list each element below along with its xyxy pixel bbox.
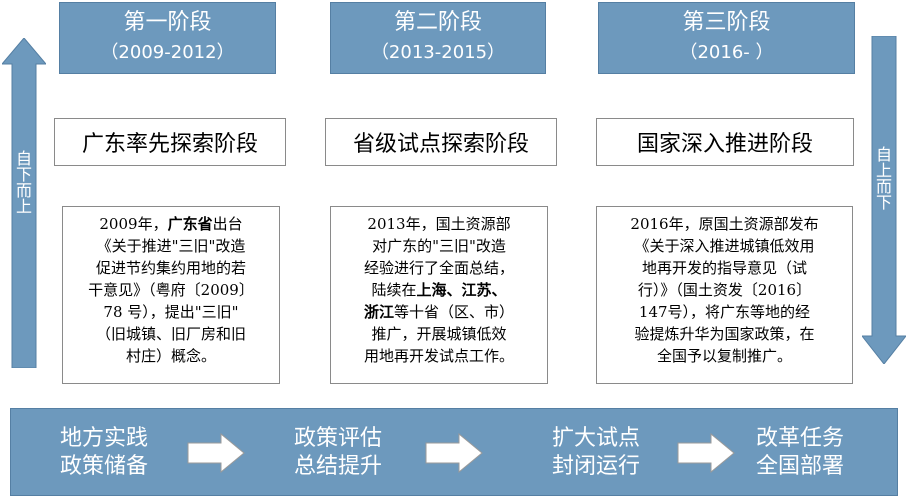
right-arrow-icon bbox=[677, 433, 735, 473]
desc-line: 《关于深入推进城镇低效用 bbox=[605, 235, 844, 257]
flow-step-line1: 地方实践 bbox=[59, 426, 148, 451]
desc-text: 经验进行了全面总结， bbox=[363, 259, 514, 277]
flow-step-1: 地方实践 政策储备 bbox=[39, 425, 169, 481]
desc-line: 全国予以复制推广。 bbox=[605, 345, 844, 367]
desc-text: 陆续在 bbox=[371, 281, 417, 299]
flow-step-line1: 政策评估 bbox=[293, 426, 382, 451]
flow-step-4: 改革任务 全国部署 bbox=[735, 425, 865, 481]
desc-line: 2013年，国土资源部 bbox=[339, 213, 539, 235]
desc-line: 用地再开发试点工作。 bbox=[339, 345, 539, 367]
desc-line: 对广东的"三旧"改造 bbox=[339, 235, 539, 257]
desc-line: 推广，开展城镇低效 bbox=[339, 323, 539, 345]
desc-line: 地再开发的指导意见（试 bbox=[605, 257, 844, 279]
desc-text: 对广东的"三旧"改造 bbox=[372, 237, 506, 255]
flow-step-line2: 总结提升 bbox=[293, 454, 382, 479]
desc-text-bold: 广东省 bbox=[167, 215, 213, 233]
desc-text: 推广，开展城镇低效 bbox=[371, 325, 507, 343]
desc-line: 2016年，原国土资源部发布 bbox=[605, 213, 844, 235]
desc-line: 促进节约集约用地的若 bbox=[71, 257, 271, 279]
desc-text: 全国予以复制推广。 bbox=[656, 347, 792, 365]
desc-text: 村庄）概念。 bbox=[125, 347, 216, 365]
flow-step-line2: 政策储备 bbox=[59, 454, 148, 479]
flow-step-3: 扩大试点 封闭运行 bbox=[531, 425, 661, 481]
desc-text: 等十省（区、市） bbox=[394, 303, 515, 321]
desc-box-2: 2013年，国土资源部对广东的"三旧"改造经验进行了全面总结， 陆续在上海、江苏、… bbox=[330, 206, 548, 384]
desc-line: 陆续在上海、江苏、 bbox=[339, 279, 539, 301]
desc-text-bold: 浙江 bbox=[363, 303, 394, 321]
desc-box-3: 2016年，原国土资源部发布《关于深入推进城镇低效用地再开发的指导意见（试行）》… bbox=[596, 206, 853, 384]
phase-header-1: 第一阶段 （2009-2012） bbox=[59, 2, 276, 74]
desc-line: 浙江等十省（区、市） bbox=[339, 301, 539, 323]
desc-box-1: 2009年，广东省出台《关于推进"三旧"改造促进节约集约用地的若干意见》（粤府〔… bbox=[62, 206, 280, 384]
desc-line: 经验进行了全面总结， bbox=[339, 257, 539, 279]
flow-step-line2: 全国部署 bbox=[755, 454, 844, 479]
desc-text: 地再开发的指导意见（试 bbox=[641, 259, 807, 277]
desc-text: 78 号），提出"三旧" bbox=[103, 303, 239, 321]
desc-line: 2009年，广东省出台 bbox=[71, 213, 271, 235]
desc-line: 78 号），提出"三旧" bbox=[71, 301, 271, 323]
phase-name: 第三阶段 bbox=[682, 10, 771, 35]
right-arrow-icon bbox=[187, 433, 245, 473]
desc-text: 2013年，国土资源部 bbox=[367, 215, 511, 233]
desc-text: （旧城镇、旧厂房和旧 bbox=[95, 325, 246, 343]
phase-name: 第二阶段 bbox=[393, 10, 482, 35]
desc-text: 干意见》（粤府〔2009〕 bbox=[88, 281, 254, 299]
flow-step-line1: 改革任务 bbox=[755, 426, 844, 451]
desc-line: 《关于推进"三旧"改造 bbox=[71, 235, 271, 257]
right-arrow-label: 自上而下 bbox=[873, 146, 892, 210]
flow-step-line2: 封闭运行 bbox=[551, 454, 640, 479]
desc-text-bold: 上海、江苏、 bbox=[416, 281, 507, 299]
left-arrow-label: 自下而上 bbox=[13, 150, 32, 214]
stage-box-1: 广东率先探索阶段 bbox=[54, 118, 286, 166]
right-arrow-icon bbox=[425, 433, 483, 473]
desc-text: 用地再开发试点工作。 bbox=[363, 347, 514, 365]
phase-years: （2016- ） bbox=[679, 42, 774, 63]
desc-line: （旧城镇、旧厂房和旧 bbox=[71, 323, 271, 345]
desc-line: 147号），将广东等地的经 bbox=[605, 301, 844, 323]
desc-line: 验提炼升华为国家政策，在 bbox=[605, 323, 844, 345]
phase-name: 第一阶段 bbox=[123, 10, 212, 35]
stage-box-2: 省级试点探索阶段 bbox=[325, 118, 557, 166]
desc-text: 2009年， bbox=[99, 215, 168, 233]
desc-text: 147号），将广东等地的经 bbox=[638, 303, 811, 321]
desc-line: 行）》（国土资发〔2016〕 bbox=[605, 279, 844, 301]
desc-text: 行）》（国土资发〔2016〕 bbox=[637, 281, 812, 299]
stage-box-3: 国家深入推进阶段 bbox=[596, 118, 854, 166]
desc-text: 促进节约集约用地的若 bbox=[95, 259, 246, 277]
up-arrow-icon bbox=[2, 38, 46, 368]
flow-step-2: 政策评估 总结提升 bbox=[273, 425, 403, 481]
phase-years: （2009-2012） bbox=[100, 42, 235, 63]
phase-header-3: 第三阶段 （2016- ） bbox=[598, 2, 855, 74]
desc-text: 出台 bbox=[212, 215, 243, 233]
desc-text: 验提炼升华为国家政策，在 bbox=[634, 325, 815, 343]
desc-text: 2016年，原国土资源部发布 bbox=[630, 215, 819, 233]
phase-header-2: 第二阶段 （2013-2015） bbox=[330, 2, 546, 74]
down-arrow-icon bbox=[862, 36, 906, 364]
bottom-flow-bar: 地方实践 政策储备 政策评估 总结提升 扩大试点 封闭运行 改革任务 全国部署 bbox=[10, 408, 898, 496]
flow-step-line1: 扩大试点 bbox=[551, 426, 640, 451]
desc-line: 村庄）概念。 bbox=[71, 345, 271, 367]
desc-line: 干意见》（粤府〔2009〕 bbox=[71, 279, 271, 301]
phase-years: （2013-2015） bbox=[370, 42, 506, 63]
desc-text: 《关于深入推进城镇低效用 bbox=[634, 237, 815, 255]
desc-text: 《关于推进"三旧"改造 bbox=[96, 237, 246, 255]
